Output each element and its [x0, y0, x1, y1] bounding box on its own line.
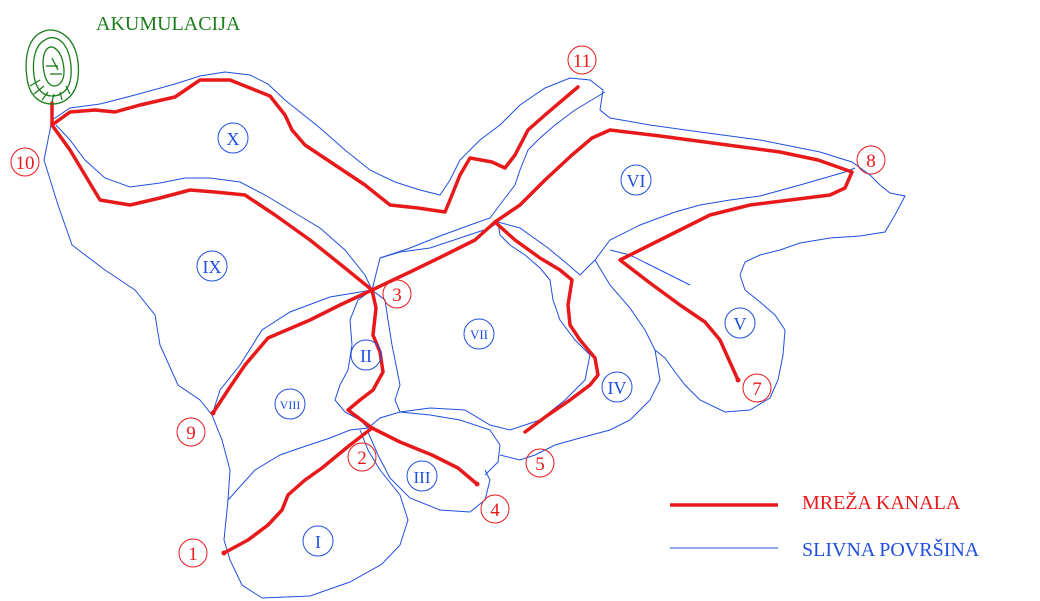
node-label: 3 [392, 285, 402, 306]
subbasin-IV: IV [601, 371, 633, 403]
endpoint-4 [474, 481, 480, 487]
reservoir-icon [25, 29, 80, 105]
channel-10-north [50, 78, 580, 214]
svg-text:II: II [360, 346, 372, 366]
basin-boundary-x-east [371, 91, 606, 291]
svg-text:IX: IX [203, 257, 222, 277]
basin-boundary-x-inner [55, 124, 373, 291]
channel-2-to-4 [370, 426, 479, 486]
basin-boundary-ix-viii [211, 289, 373, 416]
node-label: 2 [357, 448, 367, 469]
basin-boundary-ii-east [371, 289, 401, 413]
basin-boundary-outer [43, 119, 263, 599]
subbasin-I: I [302, 525, 334, 557]
node-label: 1 [188, 544, 198, 565]
reservoir-label: AKUMULACIJA [96, 13, 241, 35]
subbasin-X: X [217, 122, 249, 154]
basin-boundary-iii [367, 431, 491, 513]
basin-boundary-ii-west [334, 289, 373, 429]
node-4: 4 [480, 494, 510, 524]
node-label: 8 [866, 151, 876, 172]
subbasin-V: V [724, 307, 756, 339]
svg-text:VIII: VIII [280, 398, 301, 412]
node-11: 11 [567, 45, 597, 75]
svg-text:X: X [227, 129, 240, 149]
endpoint-1 [221, 550, 227, 556]
subbasin-VI: VI [620, 164, 652, 196]
node-7: 7 [742, 373, 772, 403]
endpoint-7 [735, 377, 741, 383]
node-8: 8 [856, 145, 886, 175]
channel-3-to-9 [211, 288, 374, 415]
node-1: 1 [178, 538, 208, 568]
svg-text:VII: VII [470, 327, 488, 342]
subbasin-VII: VII [463, 318, 495, 350]
basin-boundary-north-x [51, 71, 906, 413]
svg-text:V: V [734, 314, 747, 334]
basin-boundary-vii-south [399, 221, 591, 431]
node-label: 9 [186, 423, 196, 444]
legend-basin-label: SLIVNA POVRŠINA [802, 537, 980, 561]
svg-text:I: I [315, 532, 321, 552]
channel-network [50, 78, 854, 555]
basin-boundaries [43, 71, 906, 599]
basin-boundary-iv [497, 167, 856, 276]
svg-text:VI: VI [627, 171, 646, 191]
basin-boundary-iv-east [499, 259, 661, 461]
channel-junction-to-5 [493, 220, 600, 434]
channel-3-to-1 [222, 288, 385, 555]
node-3: 3 [382, 279, 412, 309]
node-label: 11 [573, 51, 591, 72]
node-9: 9 [176, 417, 206, 447]
basin-boundary-south [261, 429, 409, 599]
subbasin-VIII: VIII [274, 388, 306, 420]
node-10: 10 [10, 147, 40, 177]
basin-boundary-v-west [609, 249, 691, 286]
endpoint-9 [210, 410, 216, 416]
subbasin-II: II [350, 339, 382, 371]
node-label: 4 [490, 500, 500, 521]
svg-text:IV: IV [608, 378, 627, 398]
node-2: 2 [347, 442, 377, 472]
node-label: 7 [752, 379, 762, 400]
node-label: 5 [535, 454, 545, 475]
channel-endpoints [210, 377, 741, 556]
node-5: 5 [525, 448, 555, 478]
basin-boundary-vii-west [379, 221, 499, 259]
channel-3-to-8 [370, 128, 854, 382]
legend: MREŽA KANALA SLIVNA POVRŠINA [670, 491, 980, 561]
svg-text:III: III [414, 468, 431, 487]
basin-boundary-viii-south [227, 411, 501, 501]
channel-10-south [50, 123, 374, 292]
node-label: 10 [16, 153, 35, 174]
legend-channel-label: MREŽA KANALA [802, 491, 961, 514]
subbasin-labels: X IX VI VII II V IV VIII [196, 122, 756, 557]
node-labels: 10 11 8 3 7 9 2 5 [10, 45, 886, 568]
subbasin-III: III [406, 460, 438, 492]
subbasin-IX: IX [196, 250, 228, 282]
